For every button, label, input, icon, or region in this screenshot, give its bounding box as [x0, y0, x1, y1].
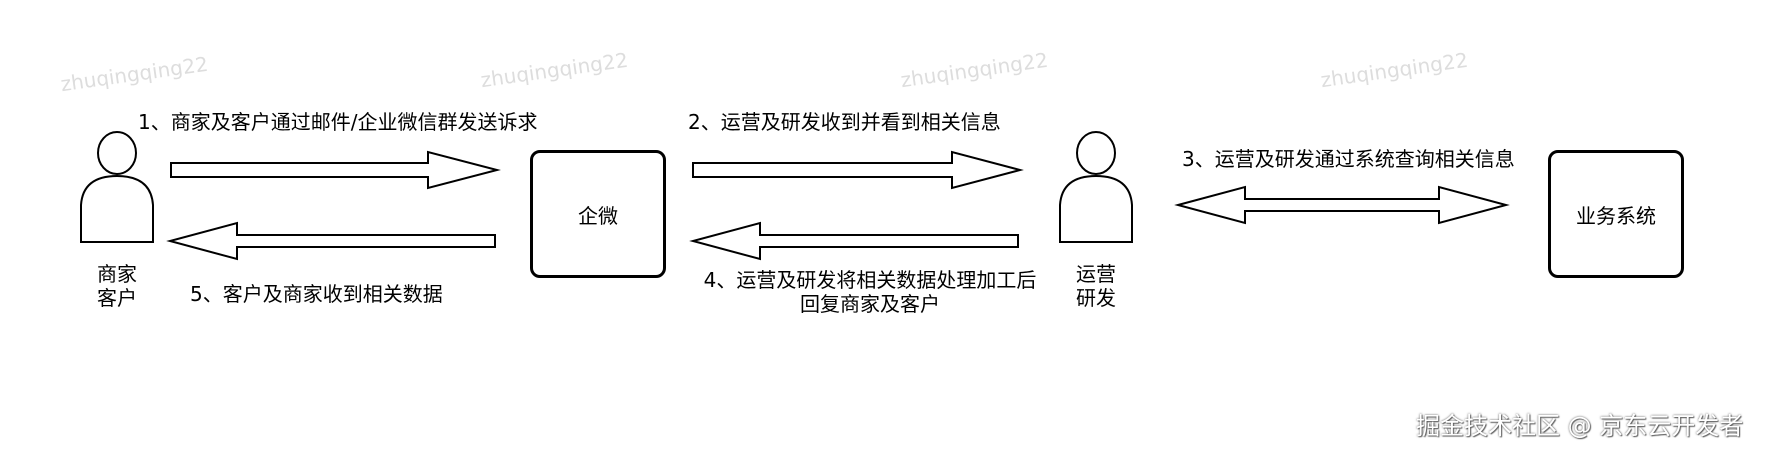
business-system-label: 业务系统 — [1576, 203, 1656, 228]
arrow-step2 — [692, 150, 1024, 190]
step5-label: 5、客户及商家收到相关数据 — [190, 282, 443, 306]
merchant-customer-label: 商家 客户 — [97, 262, 137, 310]
step1-label: 1、商家及客户通过邮件/企业微信群发送诉求 — [138, 110, 538, 134]
ops-dev-label: 运营 研发 — [1076, 262, 1116, 310]
merchant-customer-actor-icon — [80, 131, 154, 243]
business-system-node: 业务系统 — [1548, 150, 1684, 278]
step4-label: 4、运营及研发将相关数据处理加工后 回复商家及客户 — [703, 268, 1037, 316]
arrow-step3 — [1174, 185, 1510, 225]
ops-dev-actor-icon — [1059, 131, 1133, 243]
step2-label: 2、运营及研发收到并看到相关信息 — [688, 110, 1001, 134]
arrow-step1 — [170, 150, 501, 190]
arrow-step4 — [689, 221, 1019, 261]
qiwei-label: 企微 — [578, 203, 618, 228]
qiwei-node: 企微 — [530, 150, 666, 278]
step3-label: 3、运营及研发通过系统查询相关信息 — [1182, 147, 1515, 171]
credit-text: 掘金技术社区 @ 京东云开发者 — [1416, 412, 1744, 440]
arrow-step5 — [166, 221, 496, 261]
